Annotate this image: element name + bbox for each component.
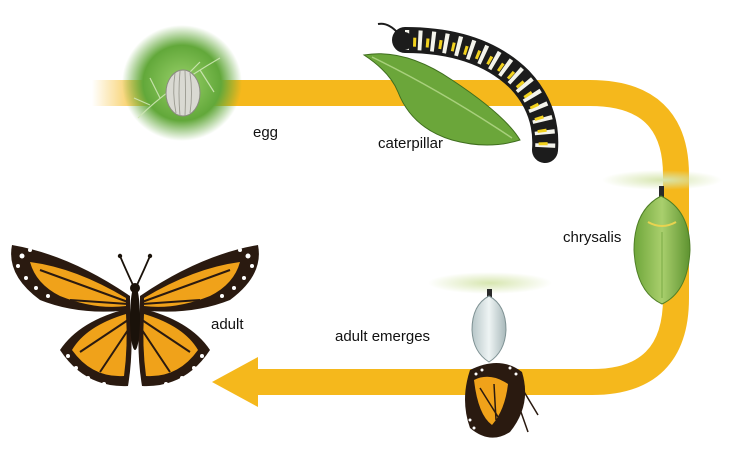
caterpillar-label: caterpillar bbox=[378, 135, 443, 152]
chrysalis-label: chrysalis bbox=[563, 229, 621, 246]
adult-label: adult bbox=[211, 316, 244, 333]
egg-illustration bbox=[122, 25, 242, 141]
egg-label: egg bbox=[253, 124, 278, 141]
adult-emerges-label: adult emerges bbox=[335, 328, 430, 345]
emerging-adult-illustration bbox=[428, 272, 552, 438]
cycle-arrowhead bbox=[212, 357, 258, 407]
